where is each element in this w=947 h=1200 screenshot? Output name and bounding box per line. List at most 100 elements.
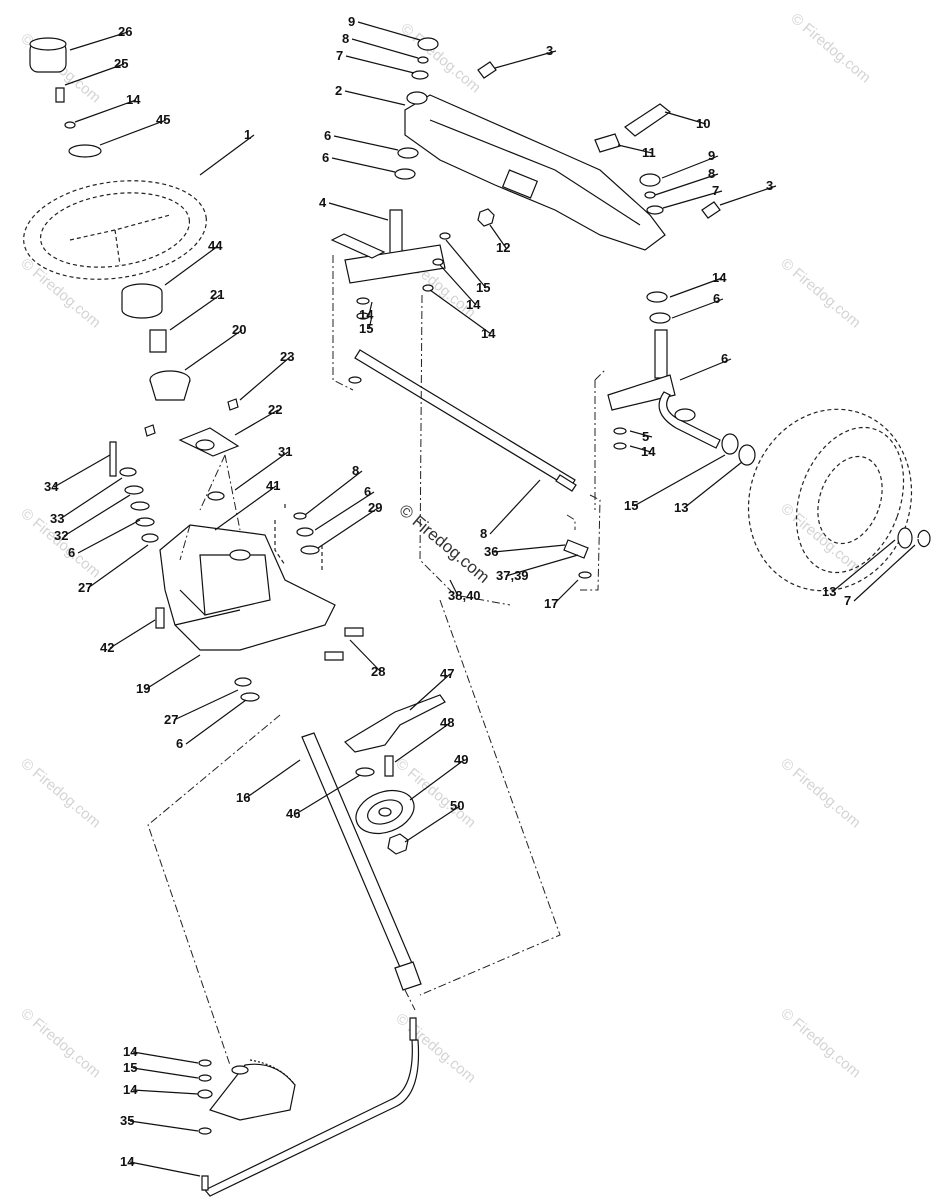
washer-6b (135, 517, 155, 527)
bolt-48 (384, 755, 394, 777)
callout-label: 15 (359, 321, 373, 336)
washer-13a (721, 433, 739, 455)
washer-15c (356, 312, 370, 320)
callout-label: 34 (44, 479, 59, 494)
callout-label: 28 (371, 664, 385, 679)
clip-8 (293, 512, 307, 520)
bolt-18 (201, 1175, 209, 1191)
phantom-line (147, 714, 281, 1066)
leader-line (304, 470, 363, 516)
leader-line (214, 485, 277, 531)
bellow-44 (121, 283, 163, 319)
callout-label: 16 (236, 790, 250, 805)
drag-link-18 (204, 1039, 420, 1197)
leader-line (351, 38, 419, 59)
leader-line (64, 63, 125, 86)
callout-label: 5 (642, 429, 649, 444)
front-axle-2 (404, 94, 666, 251)
washer-46 (355, 767, 375, 777)
steering-wheel (23, 180, 207, 280)
callout-label: 27 (164, 712, 178, 727)
callout-label: 14 (481, 326, 496, 341)
callout-label: 15 (476, 280, 490, 295)
bracket-47 (344, 694, 446, 753)
leader-line (831, 539, 896, 593)
leader-line (429, 289, 492, 335)
leader-line (145, 654, 201, 690)
callout-label: 2 (335, 83, 342, 98)
callout-label: 15 (123, 1060, 137, 1075)
callout-label: 19 (136, 681, 150, 696)
tie-rod-end (555, 474, 577, 492)
callout-label: 50 (450, 798, 464, 813)
leader-line (314, 491, 375, 531)
leader-line (53, 454, 111, 488)
leader-line (409, 759, 465, 801)
washer-14i (578, 571, 592, 579)
callout-label: 4 (319, 195, 327, 210)
callout-label: 6 (324, 128, 331, 143)
spindle-4 (330, 209, 446, 284)
bushing-6e (397, 147, 419, 159)
ball-joint-37 (563, 539, 589, 559)
callout-label: 9 (708, 148, 715, 163)
callout-label: 33 (50, 511, 64, 526)
leader-line (199, 134, 255, 176)
callout-label: 1 (244, 127, 251, 142)
leader-line (853, 544, 916, 602)
callout-label: 6 (364, 484, 371, 499)
washer-14j (613, 427, 627, 435)
bracket-19 (159, 524, 336, 651)
front-tire (747, 408, 913, 592)
leader-line (173, 689, 239, 721)
phantom-line (419, 294, 511, 606)
leader-line (164, 245, 219, 286)
washer-14g (422, 284, 434, 292)
washer-15d (439, 232, 451, 240)
bushing-6f (394, 168, 416, 180)
leader-line (445, 239, 487, 289)
spindle-5 (607, 329, 721, 449)
phantom-line (224, 454, 241, 531)
callout-label: 25 (114, 56, 128, 71)
leader-line (169, 294, 221, 331)
sector-gear (209, 1059, 296, 1121)
tie-rod-36 (354, 349, 576, 489)
leader-line (245, 759, 301, 799)
washer-6c (296, 527, 314, 537)
leader-line (617, 144, 653, 154)
callout-label: 32 (54, 528, 68, 543)
callout-label: 41 (266, 478, 280, 493)
ball-joint-top (409, 1017, 417, 1041)
leader-line (683, 461, 743, 509)
bushing-6g (646, 291, 668, 303)
leader-line (132, 1051, 199, 1064)
leader-line (317, 507, 379, 549)
callout-label: 6 (176, 736, 183, 751)
leader-line (493, 544, 566, 553)
callout-label: 15 (624, 498, 638, 513)
washer-15b (198, 1059, 212, 1067)
leader-line (394, 722, 451, 763)
leader-line (328, 202, 389, 221)
callout-label: 14 (123, 1082, 138, 1097)
leader-line (494, 50, 557, 69)
phantom-line (179, 454, 226, 561)
leader-line (664, 111, 707, 125)
leader-line (719, 185, 777, 206)
washer-14c (198, 1074, 212, 1082)
leader-line (349, 639, 382, 673)
callout-label: 3 (766, 178, 773, 193)
phantom-line (404, 599, 561, 1011)
washer-31 (207, 491, 225, 501)
leader-line (239, 356, 291, 401)
callout-label: 7 (844, 593, 851, 608)
leader-line (132, 1067, 199, 1079)
clip-8a (417, 56, 429, 64)
washer-14 (64, 121, 76, 129)
leader-line (295, 774, 361, 815)
phantom-line (332, 255, 354, 391)
callout-label: 35 (120, 1113, 134, 1128)
callout-label: 8 (708, 166, 715, 181)
watermark-text: © Firedog.com (777, 255, 863, 331)
